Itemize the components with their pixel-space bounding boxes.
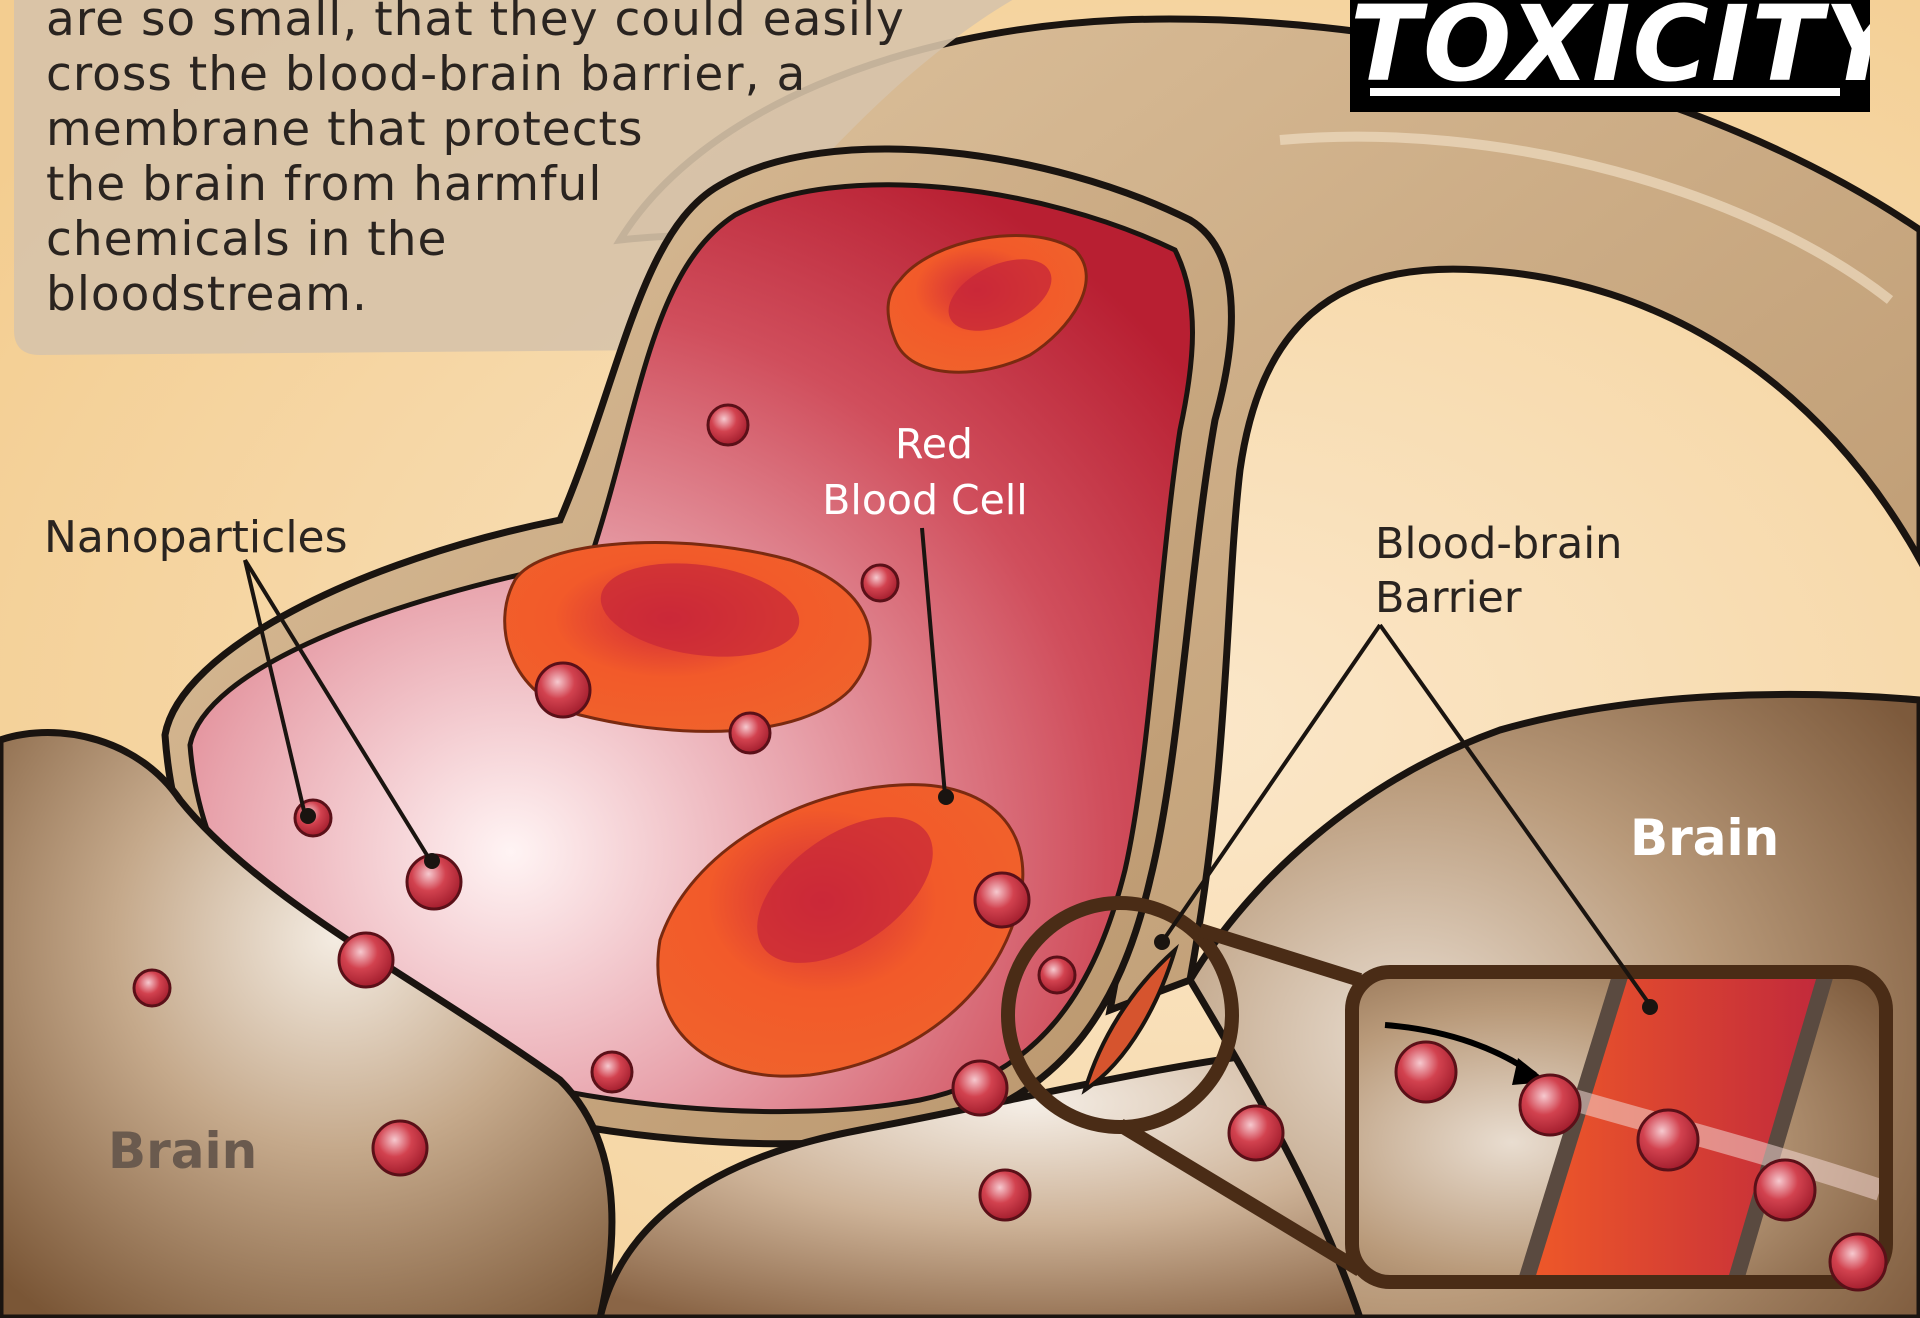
nanoparticle: [975, 873, 1029, 927]
nanoparticle: [339, 933, 393, 987]
nanoparticle: [862, 565, 898, 601]
callout-line: the brain from harmful: [46, 157, 1026, 212]
nanoparticle: [1520, 1075, 1580, 1135]
callout-line: cross the blood-brain barrier, a: [46, 47, 1026, 102]
nanoparticle: [536, 663, 590, 717]
nanoparticle: [134, 970, 170, 1006]
title-underline: [1370, 88, 1840, 96]
nanoparticle: [1755, 1160, 1815, 1220]
nanoparticle: [953, 1061, 1007, 1115]
nanoparticle: [730, 713, 770, 753]
nanoparticle: [373, 1121, 427, 1175]
nanoparticle: [592, 1052, 632, 1092]
inset-zoom-panel: [1352, 960, 1886, 1300]
callout-line: chemicals in the: [46, 212, 1026, 267]
nanoparticle: [708, 405, 748, 445]
callout-line: are so small, that they could easily: [46, 0, 1026, 47]
nanoparticle: [1638, 1110, 1698, 1170]
nanoparticle: [1396, 1042, 1456, 1102]
label-brain-left: Brain: [108, 1122, 257, 1180]
nanoparticle: [1229, 1106, 1283, 1160]
label-brain-right: Brain: [1630, 809, 1779, 867]
nanoparticle: [1039, 957, 1075, 993]
label-nanoparticles: Nanoparticles: [44, 512, 348, 563]
label-blood-brain-line2: Barrier: [1375, 573, 1522, 623]
label-blood-brain-line1: Blood-brain: [1375, 519, 1622, 569]
callout-line: bloodstream.: [46, 267, 1026, 322]
callout-text: are so small, that they could easily cro…: [46, 0, 1026, 322]
nanoparticle: [980, 1170, 1030, 1220]
nanoparticle: [1830, 1234, 1886, 1290]
label-red-blood-cell-line2: Blood Cell: [822, 476, 1027, 524]
callout-line: membrane that protects: [46, 102, 1026, 157]
toxicity-badge: TOXICITY: [1350, 0, 1870, 112]
label-red-blood-cell-line1: Red: [895, 420, 973, 468]
